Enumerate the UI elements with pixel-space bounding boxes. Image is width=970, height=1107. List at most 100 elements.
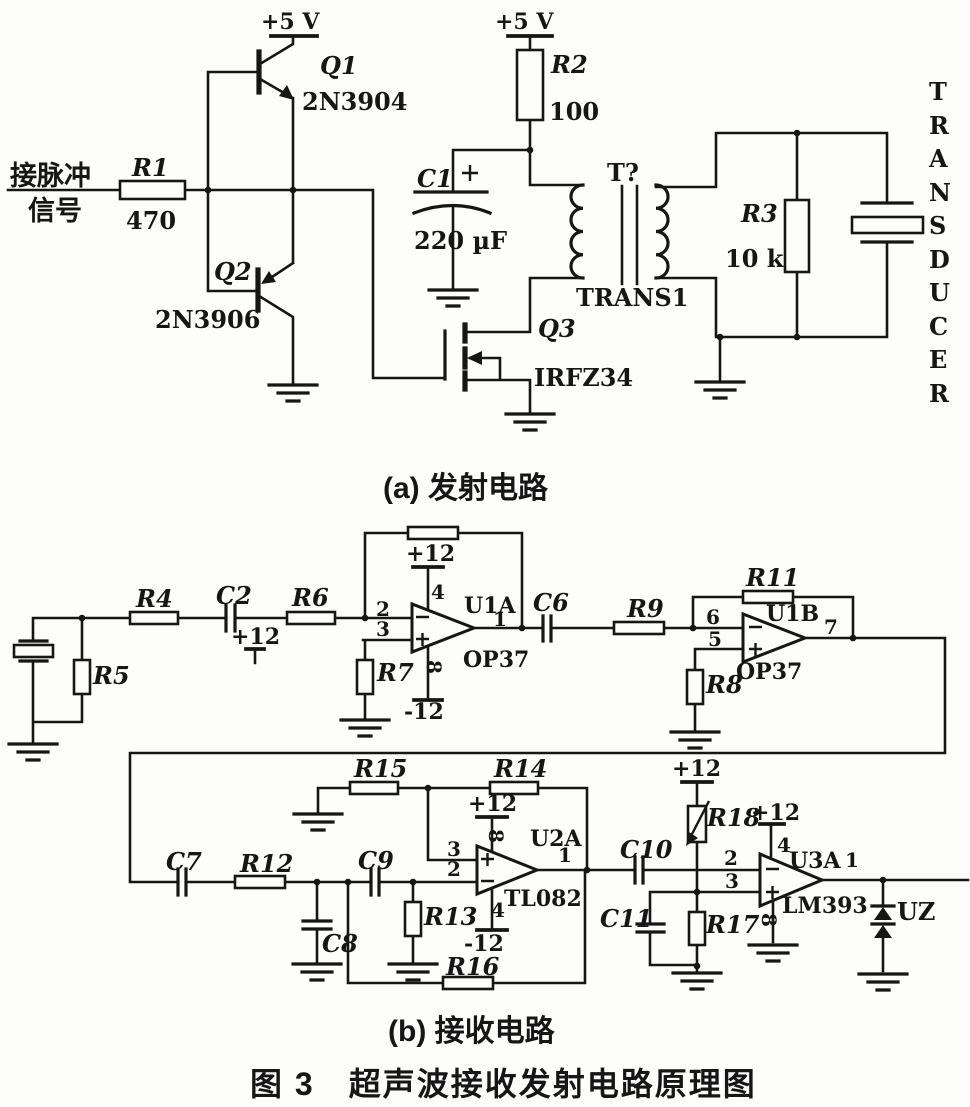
q2-value-label: 2N3906 bbox=[155, 305, 260, 334]
junction-dot bbox=[793, 129, 801, 137]
resistor-r17-body bbox=[687, 910, 707, 947]
junction-dot bbox=[689, 624, 697, 632]
u2a-pin-vp-label: 8 bbox=[484, 829, 508, 843]
resistor-u1a-feedback-body bbox=[406, 525, 460, 541]
r18-adjust-arrow-line bbox=[688, 800, 711, 839]
r1-ref-label: R1 bbox=[131, 153, 169, 182]
resistor-r6-body bbox=[285, 610, 337, 626]
u2a-pin-ninv-label: 3 bbox=[447, 837, 461, 861]
input-label-line1: 接脉冲 bbox=[10, 161, 91, 191]
r6-ref-label: R6 bbox=[291, 583, 329, 612]
c11-ref-label: C11 bbox=[600, 904, 653, 933]
transducer-symbol bbox=[850, 201, 925, 244]
resistor-r4-body bbox=[128, 610, 180, 626]
u1a-pin-ninv-label: 3 bbox=[376, 617, 390, 641]
core-lines bbox=[620, 184, 639, 286]
ground-r15 bbox=[292, 812, 344, 832]
u1a-vminus-label: -12 bbox=[404, 699, 444, 725]
t-value-label: TRANS1 bbox=[576, 283, 688, 312]
junction-dot bbox=[204, 186, 212, 194]
resistor-r14-body bbox=[488, 780, 540, 796]
uz-ref-label: UZ bbox=[897, 897, 935, 926]
resistor-r16-body bbox=[441, 975, 495, 991]
transducer-letter: N bbox=[929, 178, 951, 207]
u1b-part-label: OP37 bbox=[736, 659, 802, 685]
receive-circuit: R4 C2 +12 R6 R5 R7 2 3 1 4 8 +12 -12 U1A… bbox=[7, 525, 970, 992]
u2a-vminus-label: -12 bbox=[464, 931, 504, 957]
resistor-r5-body bbox=[72, 658, 92, 696]
u1a-pin-vp-label: 4 bbox=[431, 580, 445, 604]
r1-value-label: 470 bbox=[126, 206, 176, 235]
zener-uz bbox=[870, 904, 896, 938]
r12-ref-label: R12 bbox=[239, 849, 293, 878]
r17-ref-label: R17 bbox=[705, 910, 760, 939]
junction-dot bbox=[424, 784, 432, 792]
junction-dot bbox=[313, 878, 321, 886]
capacitor-c11-plates bbox=[635, 922, 666, 934]
transducer-letter: R bbox=[929, 379, 950, 408]
piezo-crystal bbox=[12, 643, 55, 659]
junction-dot bbox=[344, 878, 352, 886]
junction-dot bbox=[518, 624, 526, 632]
u1a-pin-out-label: 1 bbox=[493, 607, 507, 631]
u3a-pin-out-label: 1 bbox=[845, 848, 859, 872]
q1-emitter-arrow bbox=[279, 85, 294, 100]
r18-adjust-arrowhead bbox=[686, 832, 698, 846]
capacitor-c2-plates bbox=[224, 603, 237, 633]
transducer-letter: E bbox=[929, 345, 947, 374]
ground-q3 bbox=[504, 412, 556, 432]
transducer-letter: A bbox=[928, 144, 948, 173]
u3a-vplus-label: +12 bbox=[751, 800, 800, 826]
r3-value-label: 10 k bbox=[725, 244, 785, 273]
junction-dot bbox=[693, 962, 701, 970]
u3a-pin-vn-label: 8 bbox=[757, 913, 781, 927]
u3a-pin-ninv-label: 3 bbox=[725, 869, 739, 893]
r4-ref-label: R4 bbox=[135, 584, 173, 613]
u1b-pin-inv-label: 6 bbox=[706, 605, 720, 629]
junction-dot bbox=[583, 866, 591, 874]
q2-ref-label: Q2 bbox=[214, 257, 252, 286]
figure-caption: 图 3 超声波接收发射电路原理图 bbox=[250, 1066, 757, 1102]
junction-dot bbox=[289, 186, 297, 194]
u1b-pin-ninv-label: 5 bbox=[708, 627, 722, 651]
vcc-label-q1: +5 V bbox=[261, 9, 320, 35]
transducer-letter: S bbox=[929, 211, 946, 240]
secondary-coil bbox=[654, 183, 670, 280]
ground-u3a bbox=[747, 943, 799, 963]
c1-plate-bottom bbox=[411, 203, 493, 216]
uz-diode-2 bbox=[874, 925, 892, 938]
c9-ref-label: C9 bbox=[358, 846, 394, 875]
capacitor-c7-plates bbox=[176, 867, 188, 897]
transducer-letter: C bbox=[929, 312, 948, 341]
u3a-input-marks bbox=[766, 867, 779, 899]
resistor-r13-body bbox=[403, 900, 423, 938]
capacitor-c1 bbox=[411, 165, 493, 216]
ground-q2 bbox=[267, 383, 319, 403]
junction-dot bbox=[693, 888, 701, 896]
junction-dot bbox=[409, 878, 417, 886]
uz-diode-1 bbox=[874, 907, 892, 920]
caption-part-b: (b) 接收电路 bbox=[388, 1015, 556, 1048]
c10-ref-label: C10 bbox=[620, 835, 673, 864]
r5-ref-label: R5 bbox=[92, 661, 130, 690]
transducer-crystal bbox=[850, 215, 925, 235]
r13-ref-label: R13 bbox=[423, 902, 477, 931]
transducer-letter: T bbox=[929, 77, 947, 106]
divider-vplus-label: +12 bbox=[672, 756, 721, 782]
u2a-pin-vn-label: 4 bbox=[491, 898, 505, 922]
r15-ref-label: R15 bbox=[353, 754, 407, 783]
receive-transducer-symbol bbox=[12, 639, 55, 663]
input-label-line2: 信号 bbox=[28, 196, 82, 226]
c8-ref-label: C8 bbox=[322, 929, 358, 958]
c1-plus-sign bbox=[462, 165, 478, 181]
r11-ref-label: R11 bbox=[745, 563, 799, 592]
r3-ref-label: R3 bbox=[740, 199, 778, 228]
c1-value-label: 220 µF bbox=[414, 226, 507, 255]
q3-ref-label: Q3 bbox=[538, 314, 576, 343]
q3-value-label: IRFZ34 bbox=[534, 363, 633, 392]
transducer-letter: D bbox=[929, 245, 950, 274]
u1a-vplus-label: +12 bbox=[406, 541, 455, 567]
resistor-r8-body bbox=[685, 668, 705, 706]
ground-r5 bbox=[7, 742, 59, 762]
u1a-input-marks bbox=[416, 615, 429, 646]
